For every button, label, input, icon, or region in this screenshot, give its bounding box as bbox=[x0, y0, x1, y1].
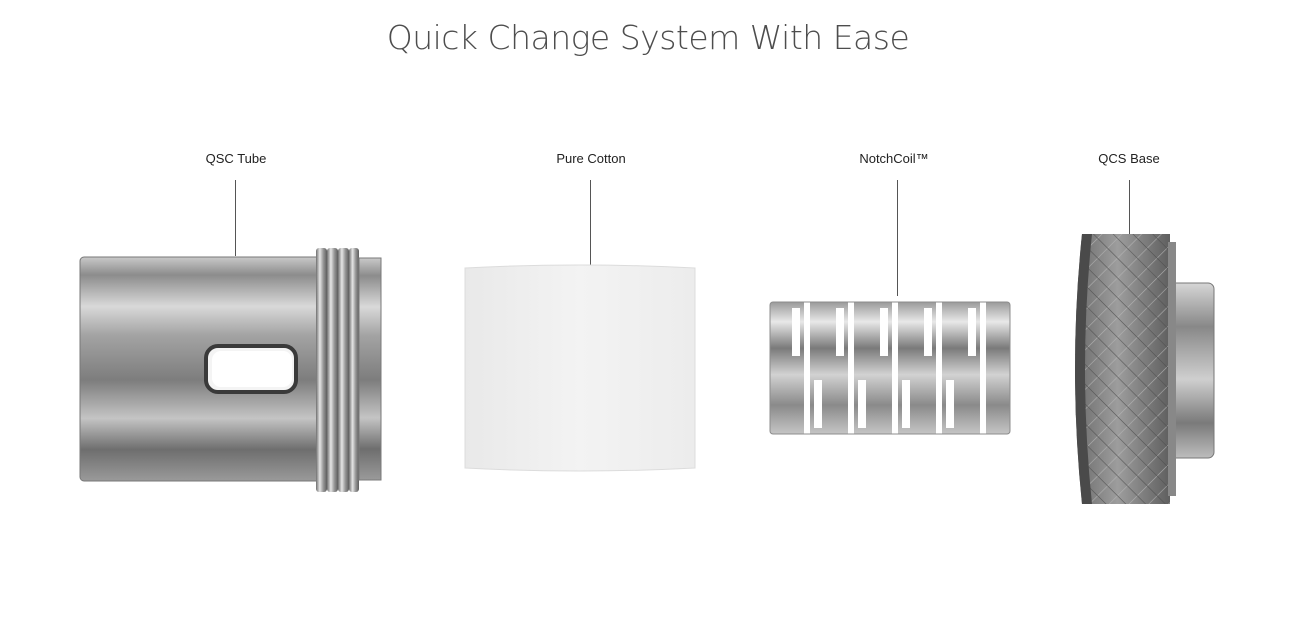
leader-line-qcs-base bbox=[1129, 180, 1130, 234]
notchcoil-image bbox=[769, 296, 1011, 440]
qsc-tube-image bbox=[79, 248, 382, 492]
page-title: Quick Change System With Ease bbox=[386, 18, 910, 57]
label-pure-cotton: Pure Cotton bbox=[556, 151, 626, 166]
pure-cotton-image bbox=[464, 264, 696, 472]
label-notchcoil: NotchCoil™ bbox=[859, 151, 929, 166]
leader-line-pure-cotton bbox=[590, 180, 591, 266]
leader-line-qsc-tube bbox=[235, 180, 236, 256]
qcs-base-image bbox=[1075, 234, 1215, 504]
leader-line-notchcoil bbox=[897, 180, 898, 302]
label-qsc-tube: QSC Tube bbox=[205, 151, 267, 166]
label-qcs-base: QCS Base bbox=[1098, 151, 1160, 166]
